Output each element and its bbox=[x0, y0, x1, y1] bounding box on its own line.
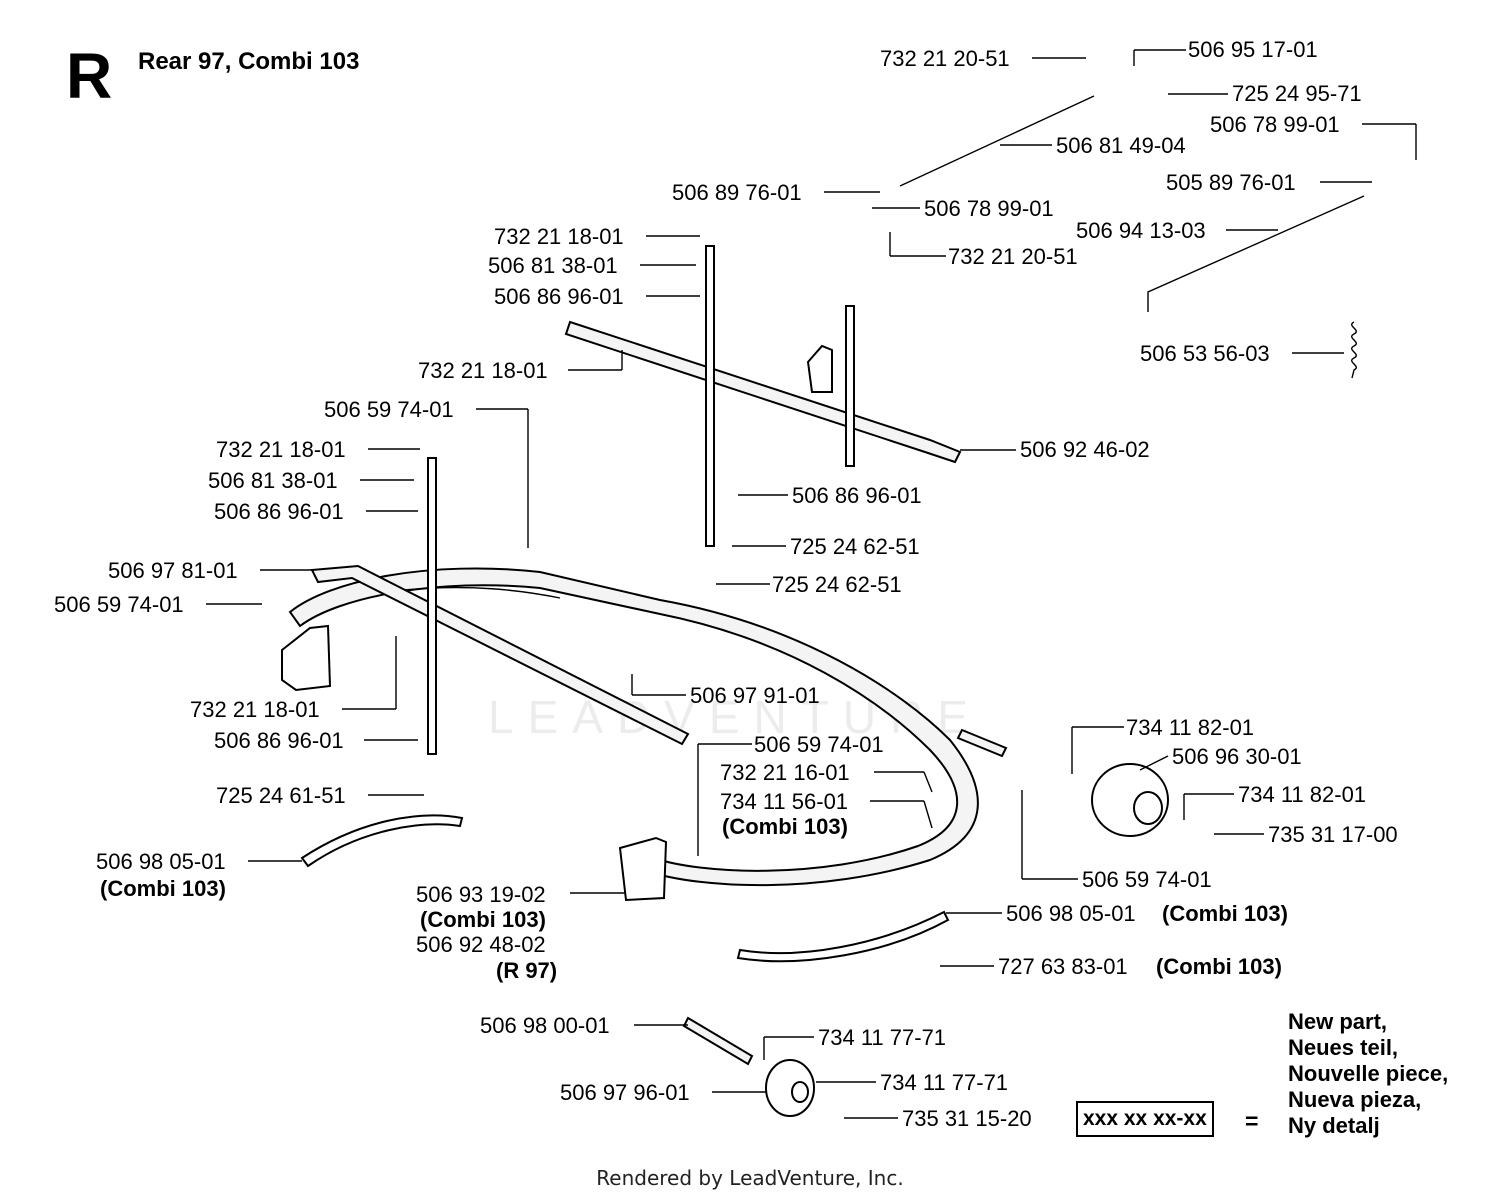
callout-number: 506 93 19-02 bbox=[416, 882, 546, 907]
callout-number: 506 78 99-01 bbox=[924, 196, 1054, 221]
callout-number: 732 21 20-51 bbox=[880, 46, 1010, 71]
callout-number: 506 78 99-01 bbox=[1210, 112, 1340, 137]
callout-note: (Combi 103) bbox=[722, 814, 848, 839]
footer-credit: Rendered by LeadVenture, Inc. bbox=[596, 1166, 904, 1190]
vertical-rod-mid bbox=[705, 245, 715, 547]
legend-line: Neues teil, bbox=[1288, 1035, 1399, 1060]
spring bbox=[1351, 321, 1357, 379]
callout-number: 734 11 77-71 bbox=[880, 1070, 1008, 1095]
callout-number: 732 21 16-01 bbox=[720, 760, 850, 785]
callout-number: 505 89 76-01 bbox=[1166, 170, 1296, 195]
right-bracket bbox=[806, 344, 833, 393]
callout-labels: 732 21 20-51 506 95 17-01 725 24 95-71 5… bbox=[54, 37, 1398, 1131]
bottom-bracket bbox=[618, 836, 668, 902]
vertical-rod-right bbox=[845, 305, 855, 467]
callout-number: 506 92 46-02 bbox=[1020, 437, 1150, 462]
callout-number: 725 24 95-71 bbox=[1232, 81, 1362, 106]
callout-note: (Combi 103) bbox=[100, 876, 226, 901]
callout-number: 725 24 62-51 bbox=[790, 534, 920, 559]
callout-number: 506 59 74-01 bbox=[54, 592, 184, 617]
callout-number: 734 11 82-01 bbox=[1126, 715, 1254, 740]
callout-number: 506 59 74-01 bbox=[1082, 867, 1212, 892]
callout-number: 506 86 96-01 bbox=[494, 284, 624, 309]
callout-note: (R 97) bbox=[496, 958, 557, 983]
callout-number: 732 21 18-01 bbox=[190, 697, 320, 722]
legend-line: Nouvelle piece, bbox=[1288, 1061, 1449, 1086]
callout-number: 506 59 74-01 bbox=[754, 732, 884, 757]
section-letter: R bbox=[66, 40, 113, 112]
callout-number: 734 11 82-01 bbox=[1238, 782, 1366, 807]
legend-line: Nueva pieza, bbox=[1288, 1087, 1422, 1112]
callout-number: 506 81 38-01 bbox=[208, 468, 338, 493]
callout-number: 734 11 56-01 bbox=[720, 789, 848, 814]
callout-note: (Combi 103) bbox=[1156, 954, 1282, 979]
callout-number: 506 97 81-01 bbox=[108, 558, 238, 583]
callout-number: 732 21 20-51 bbox=[948, 244, 1078, 269]
callout-number: 506 53 56-03 bbox=[1140, 341, 1270, 366]
right-axle bbox=[956, 728, 1008, 758]
callout-number: 732 21 18-01 bbox=[216, 437, 346, 462]
leader-lines bbox=[206, 49, 1417, 1119]
callout-number: 506 96 30-01 bbox=[1172, 744, 1302, 769]
callout-number: 732 21 18-01 bbox=[494, 224, 624, 249]
diagram-title: Rear 97, Combi 103 bbox=[138, 48, 360, 75]
callout-number: 725 24 62-51 bbox=[772, 572, 902, 597]
bent-rod bbox=[1147, 195, 1365, 312]
callout-number: 506 97 96-01 bbox=[560, 1080, 690, 1105]
legend-line: New part, bbox=[1288, 1009, 1388, 1034]
callout-number: 506 95 17-01 bbox=[1188, 37, 1318, 62]
callout-number: 727 63 83-01 bbox=[998, 954, 1128, 979]
callout-note: (Combi 103) bbox=[1162, 901, 1288, 926]
spring-strap-right bbox=[736, 910, 950, 963]
legend-new-part-text: New part, Neues teil, Nouvelle piece, Nu… bbox=[1288, 1009, 1448, 1139]
frame-inner-edge bbox=[403, 586, 561, 599]
callout-number: 506 89 76-01 bbox=[672, 180, 802, 205]
spring-strap-left bbox=[300, 814, 464, 868]
callout-number: 506 86 96-01 bbox=[214, 499, 344, 524]
vertical-rod-left bbox=[427, 457, 437, 755]
left-bracket bbox=[281, 624, 332, 692]
left-rod bbox=[310, 564, 690, 746]
callout-number: 734 11 77-71 bbox=[818, 1025, 946, 1050]
legend-new-part-box: xxx xx xx-xx bbox=[1076, 1101, 1214, 1137]
callout-number: 506 98 00-01 bbox=[480, 1013, 610, 1038]
axle bbox=[682, 1016, 754, 1066]
legend-equals: = bbox=[1245, 1108, 1259, 1134]
callout-number: 506 59 74-01 bbox=[324, 397, 454, 422]
callout-number: 506 81 38-01 bbox=[488, 253, 618, 278]
callout-number: 506 97 91-01 bbox=[690, 683, 820, 708]
cross-rod bbox=[564, 320, 962, 464]
callout-number: 732 21 18-01 bbox=[418, 358, 548, 383]
legend-line: Ny detalj bbox=[1288, 1113, 1380, 1138]
callout-number: 506 81 49-04 bbox=[1056, 133, 1186, 158]
callout-number: 735 31 17-00 bbox=[1268, 822, 1398, 847]
callout-note: (Combi 103) bbox=[420, 907, 546, 932]
main-frame bbox=[288, 567, 979, 887]
front-wheel-hub bbox=[791, 1081, 809, 1103]
callout-number: 735 31 15-20 bbox=[902, 1106, 1032, 1131]
callout-number: 506 92 48-02 bbox=[416, 932, 546, 957]
callout-number: 725 24 61-51 bbox=[216, 783, 346, 808]
rear-roller-hub bbox=[1133, 791, 1163, 825]
callout-number: 506 86 96-01 bbox=[214, 728, 344, 753]
callout-number: 506 98 05-01 bbox=[1006, 901, 1136, 926]
callout-number: 506 86 96-01 bbox=[792, 483, 922, 508]
callout-number: 506 94 13-03 bbox=[1076, 218, 1206, 243]
upper-rod bbox=[899, 95, 1095, 187]
callout-number: 506 98 05-01 bbox=[96, 849, 226, 874]
